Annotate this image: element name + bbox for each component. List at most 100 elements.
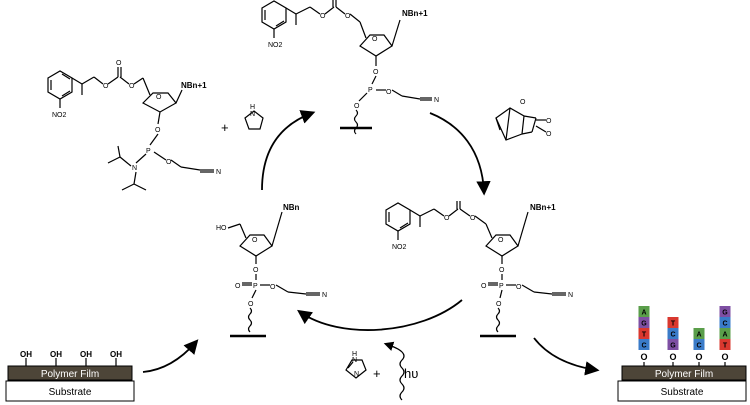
base-label: A <box>722 332 727 339</box>
nitro-label: NO2 <box>392 244 407 251</box>
base-block <box>638 317 650 328</box>
nitrile-label: N <box>216 169 221 176</box>
nitro-label: NO2 <box>268 42 283 49</box>
hydroxyl-label: OH <box>80 350 92 359</box>
base-block <box>719 317 731 328</box>
oxygen-label: O <box>354 103 360 110</box>
wavy-linker <box>495 307 501 333</box>
tetrazole-ring <box>244 110 264 130</box>
dna-strand: O TCG <box>667 317 679 366</box>
arrow-end <box>533 337 600 376</box>
dna-strand: O AC <box>693 328 705 366</box>
light-arrow <box>383 341 405 401</box>
oxygen-label: O <box>470 215 476 222</box>
base-label: A <box>641 310 646 317</box>
ring-oxygen-label: O <box>498 237 504 244</box>
oxygen-label: O <box>320 13 326 20</box>
oxygen-label: O <box>481 283 487 290</box>
hydroxyl-label: OH <box>50 350 62 359</box>
oxygen-label: O <box>166 159 172 166</box>
phosphorus-label: P <box>253 283 258 290</box>
sugar-ring <box>239 234 273 257</box>
phosphorus-label: P <box>368 87 373 94</box>
base-block <box>693 339 705 350</box>
base-block <box>719 306 731 317</box>
oxygen-label: O <box>496 301 502 308</box>
polymer-film-layer <box>621 365 747 381</box>
hydrogen-label: H <box>352 351 357 358</box>
linker-oxygen-label: O <box>669 352 676 362</box>
wavy-linker <box>247 307 253 333</box>
oxygen-label: O <box>386 89 392 96</box>
deprotected-intermediate: HO O NBn O P O O O N <box>216 203 327 338</box>
plus-sign: + <box>373 366 381 381</box>
sugar-ring <box>359 34 393 57</box>
base-block <box>638 339 650 350</box>
oxygen-label: O <box>235 283 241 290</box>
oxygen-label: O <box>516 284 522 291</box>
sugar-ring <box>485 234 519 257</box>
base-label: T <box>723 343 728 350</box>
arrow-deprotection <box>297 299 463 331</box>
nitrogen-label: N <box>250 111 255 118</box>
hydroxyl-label: OH <box>20 350 32 359</box>
base-label: G <box>670 343 676 350</box>
polymer-film-label: Polymer Film <box>41 369 99 380</box>
tetrazole-molecule: H N <box>244 104 264 130</box>
benzene-ring <box>385 202 411 232</box>
benzene-ring <box>261 0 287 30</box>
imidazole-molecule: H N N <box>345 351 367 379</box>
wavy-linker <box>353 109 359 135</box>
oxygen-label: O <box>270 284 276 291</box>
oxygen-label: O <box>444 215 450 222</box>
base-label: C <box>696 343 701 350</box>
substrate-layer <box>5 380 135 402</box>
linker-oxygen-label: O <box>640 352 647 362</box>
base-label: C <box>722 321 727 328</box>
ring-oxygen-label: O <box>252 237 258 244</box>
substrate-label: Substrate <box>49 387 92 398</box>
nucleobase-label: NBn <box>283 203 300 212</box>
benzene-ring <box>47 70 73 100</box>
oxygen-label: O <box>373 69 379 76</box>
nitrogen-label: N <box>352 357 357 364</box>
phosphorus-label: P <box>146 148 151 155</box>
ring-oxygen-label: O <box>372 36 378 43</box>
base-label: A <box>696 332 701 339</box>
polymer-film-label: Polymer Film <box>655 369 713 380</box>
substrate-left: OH OH OH OH Polymer Film Substrate <box>5 350 135 402</box>
nucleobase-label: NBn+1 <box>530 203 556 212</box>
linker-oxygen-label: O <box>695 352 702 362</box>
oxygen-label: O <box>345 13 351 20</box>
base-label: T <box>671 321 676 328</box>
nitro-label: NO2 <box>52 112 67 119</box>
hydroxyl-label: OH <box>110 350 122 359</box>
arrow-oxidation <box>429 112 491 196</box>
oxygen-label: O <box>546 131 552 138</box>
base-label: G <box>641 321 647 328</box>
base-block <box>719 328 731 339</box>
base-block <box>667 339 679 350</box>
base-block <box>638 306 650 317</box>
coupled-intermediate: NO2 O O O NBn+1 O P O O N <box>261 0 439 135</box>
base-block <box>638 328 650 339</box>
nitrile-label: N <box>322 292 327 299</box>
base-label: C <box>641 343 646 350</box>
oxygen-label: O <box>546 118 552 125</box>
base-label: G <box>722 310 728 317</box>
oxygen-label: O <box>116 60 122 67</box>
plus-sign: + <box>221 120 229 135</box>
oxygen-label: O <box>103 83 109 90</box>
base-block <box>667 328 679 339</box>
phosphoramidite-molecule: NO2 O O O O NBn+1 O P N O <box>47 60 221 191</box>
oxygen-label: O <box>253 267 259 274</box>
arrow-start <box>142 339 199 373</box>
nucleobase-label: NBn+1 <box>402 9 428 18</box>
base-label: C <box>670 332 675 339</box>
substrate-layer <box>617 380 747 402</box>
cycle-arrows <box>142 110 600 376</box>
